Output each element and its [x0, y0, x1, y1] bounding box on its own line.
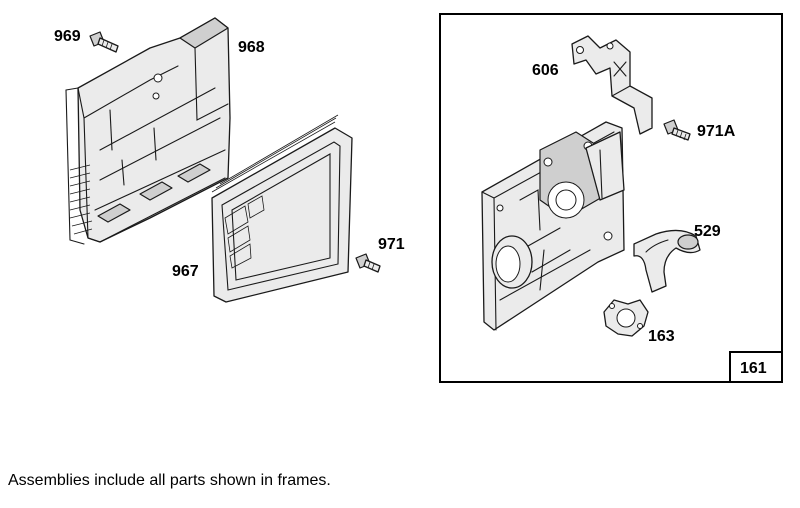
assembly-number-box	[729, 351, 783, 383]
gasket-163	[603, 299, 649, 337]
assembly-frame	[439, 13, 783, 383]
callout-967: 967	[172, 263, 199, 280]
callout-163: 163	[648, 328, 675, 345]
elbow-tube-529	[633, 229, 701, 293]
assembly-number: 161	[740, 360, 767, 377]
callout-971a: 971A	[697, 123, 736, 140]
screw-969	[89, 31, 119, 53]
callout-968: 968	[238, 39, 265, 56]
callout-606: 606	[532, 62, 559, 79]
callout-971: 971	[378, 236, 405, 253]
callout-969: 969	[54, 28, 81, 45]
bracket-606	[571, 35, 653, 135]
air-filter-967	[211, 114, 353, 303]
footnote: Assemblies include all parts shown in fr…	[8, 472, 331, 489]
screw-971a	[663, 119, 691, 141]
screw-971	[355, 253, 381, 273]
callout-529: 529	[694, 223, 721, 240]
air-cleaner-base-968	[65, 17, 231, 245]
air-cleaner-plate-assembly	[481, 121, 625, 331]
